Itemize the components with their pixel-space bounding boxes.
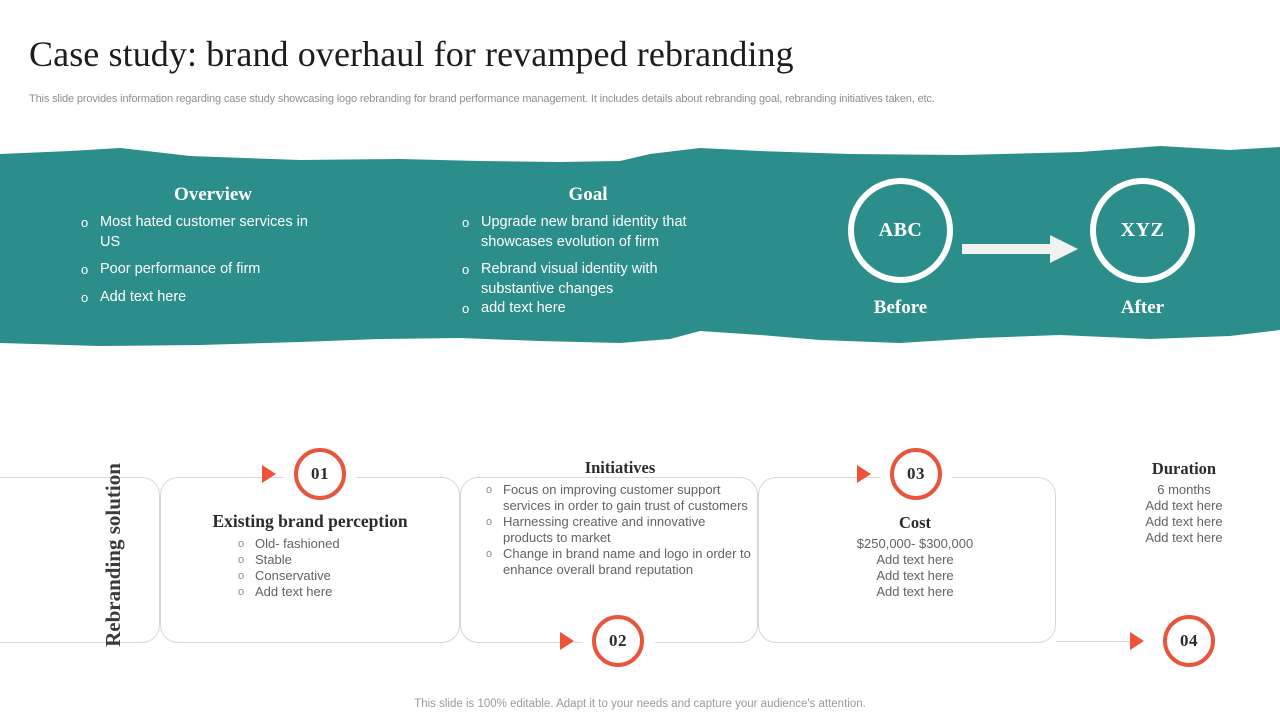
page-title: Case study: brand overhaul for revamped … (29, 34, 794, 74)
step-02-item: Change in brand name and logo in order t… (485, 546, 755, 578)
step-04-line: Add text here (1145, 514, 1223, 529)
page-subtitle: This slide provides information regardin… (29, 93, 935, 105)
step-01-number-badge: 01 (294, 448, 346, 500)
step-03-number-badge: 03 (890, 448, 942, 500)
before-brand-value: ABC (878, 219, 923, 241)
after-label: After (1120, 297, 1165, 318)
step-04-line: Add text here (1145, 498, 1223, 513)
step-04-arrow-icon (1130, 632, 1144, 650)
goal-item: Upgrade new brand identity that showcase… (461, 213, 717, 252)
teal-banner-content: Overview Most hated customer services in… (0, 140, 1280, 355)
step-03-line: Add text here (876, 584, 954, 599)
step-04-connector-mask (1056, 630, 1166, 654)
step-03-line: $250,000- $300,000 (856, 536, 974, 551)
right-arrow-icon (962, 235, 1078, 263)
step-03-title: Cost (898, 513, 932, 532)
step-03-line: Add text here (876, 568, 954, 583)
step-03-lines: $250,000- $300,000 Add text here Add tex… (790, 536, 1040, 600)
goal-heading: Goal (568, 184, 608, 205)
step-04-lines: 6 months Add text here Add text here Add… (1075, 482, 1280, 546)
overview-item: Poor performance of firm (80, 260, 330, 280)
step-02-list: Focus on improving customer support serv… (485, 482, 755, 578)
step-02-item: Focus on improving customer support serv… (485, 482, 755, 514)
rebranding-solution-text: Rebranding solution (101, 463, 125, 647)
step-01-title: Existing brand perception (212, 511, 408, 531)
after-brand-circle: XYZ (1090, 178, 1195, 283)
before-brand-circle: ABC (848, 178, 953, 283)
goal-item: add text here (461, 299, 717, 319)
goal-item: Rebrand visual identity with substantive… (461, 260, 717, 299)
overview-heading: Overview (173, 184, 253, 205)
step-01-number: 01 (311, 464, 329, 483)
step-01-arrow-icon (262, 465, 276, 483)
step-02-title: Initiatives (584, 458, 656, 477)
before-label: Before (873, 297, 928, 318)
goal-list: Upgrade new brand identity that showcase… (461, 213, 717, 327)
step-04-number-badge: 04 (1163, 615, 1215, 667)
step-01-item: Conservative (237, 568, 437, 584)
step-02-number-badge: 02 (592, 615, 644, 667)
step-04-line: Add text here (1145, 530, 1223, 545)
rebranding-solution-box (0, 477, 160, 643)
step-03-arrow-icon (857, 465, 871, 483)
step-04-line: 6 months (1157, 482, 1211, 497)
footer-note: This slide is 100% editable. Adapt it to… (414, 698, 866, 710)
overview-item: Add text here (80, 288, 330, 308)
step-03-number: 03 (907, 464, 925, 483)
step-01-item: Old- fashioned (237, 536, 437, 552)
overview-list: Most hated customer services in US Poor … (80, 213, 330, 315)
step-01-item: Add text here (237, 584, 437, 600)
step-01-item: Stable (237, 552, 437, 568)
step-01-list: Old- fashioned Stable Conservative Add t… (237, 536, 437, 600)
overview-item: Most hated customer services in US (80, 213, 330, 252)
after-brand-value: XYZ (1120, 219, 1165, 241)
step-02-item: Harnessing creative and innovative produ… (485, 514, 755, 546)
step-02-number: 02 (609, 631, 627, 650)
step-04-number: 04 (1180, 631, 1198, 650)
step-04-title: Duration (1151, 459, 1217, 478)
step-04-connector-line (1056, 641, 1136, 642)
step-03-line: Add text here (876, 552, 954, 567)
step-02-arrow-icon (560, 632, 574, 650)
